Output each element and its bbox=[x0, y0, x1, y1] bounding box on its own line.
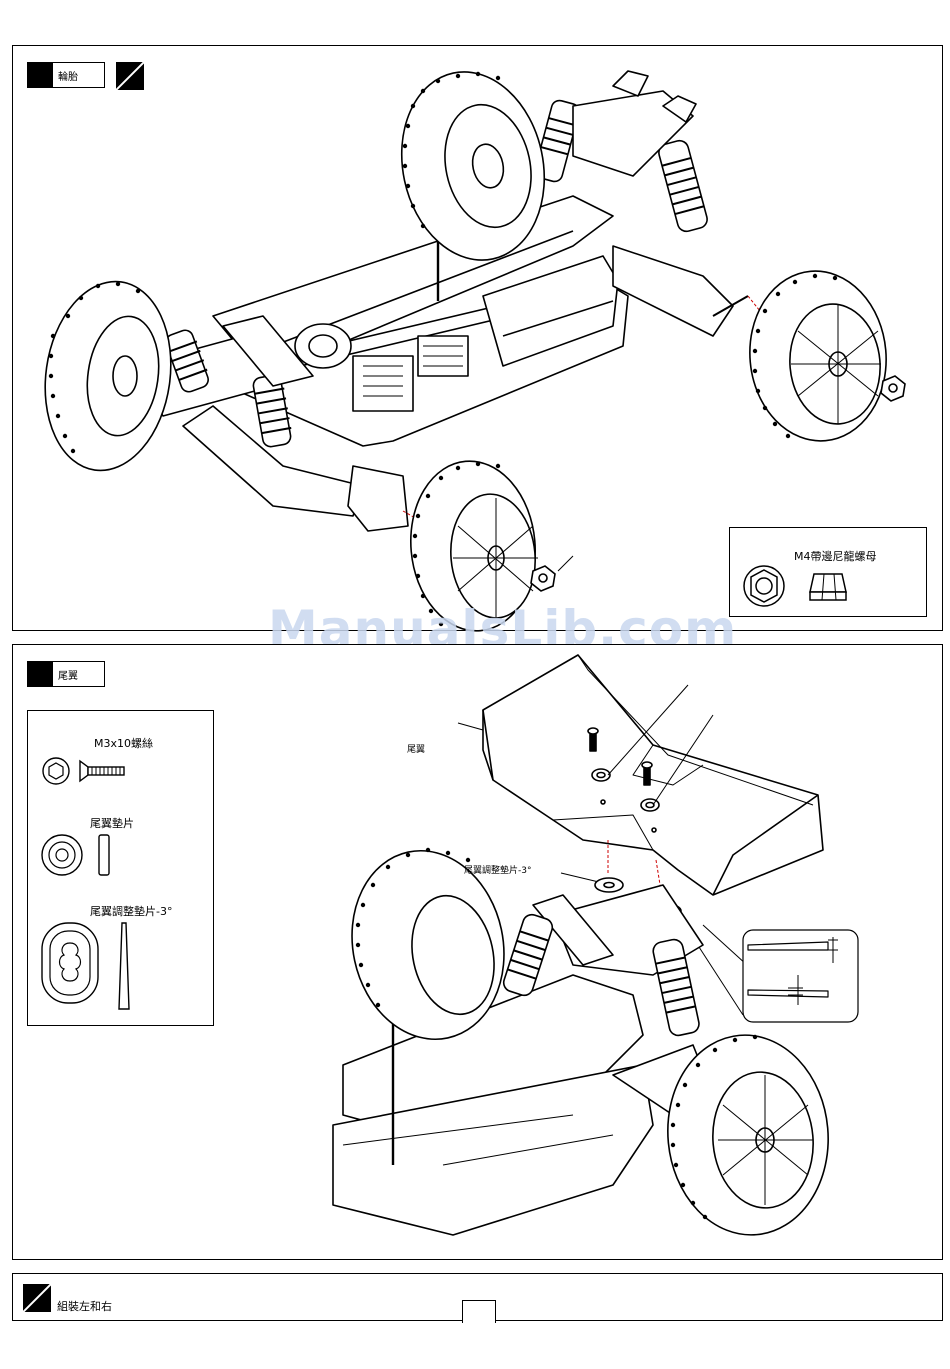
nut-side-view-icon bbox=[806, 564, 850, 608]
wheel-front-left bbox=[33, 273, 182, 478]
assembly-both-sides-icon bbox=[23, 1284, 51, 1312]
page-number-tab bbox=[462, 1300, 496, 1323]
wheel-rear-right bbox=[743, 265, 893, 446]
step3-title: 組裝左和右 bbox=[57, 1298, 112, 1314]
nut-top-view-icon bbox=[742, 564, 786, 608]
m4-nylon-nut-label: M4帶邊尼龍螺母 bbox=[794, 548, 877, 564]
nut-front bbox=[531, 556, 573, 591]
wing-assembly-illustration bbox=[13, 645, 944, 1261]
step1-parts-box: M4帶邊尼龍螺母 bbox=[729, 527, 927, 617]
step2-panel: 尾翼 M3x10螺絲 尾翼墊片 尾翼調整墊片-3° bbox=[12, 644, 943, 1260]
step1-panel: 輪胎 bbox=[12, 45, 943, 631]
nut-rear bbox=[881, 376, 905, 401]
wing-callout-label: 尾翼 bbox=[407, 742, 425, 755]
shim-callout-label: 尾翼調整墊片-3° bbox=[464, 863, 531, 876]
rear-wing bbox=[483, 655, 823, 895]
